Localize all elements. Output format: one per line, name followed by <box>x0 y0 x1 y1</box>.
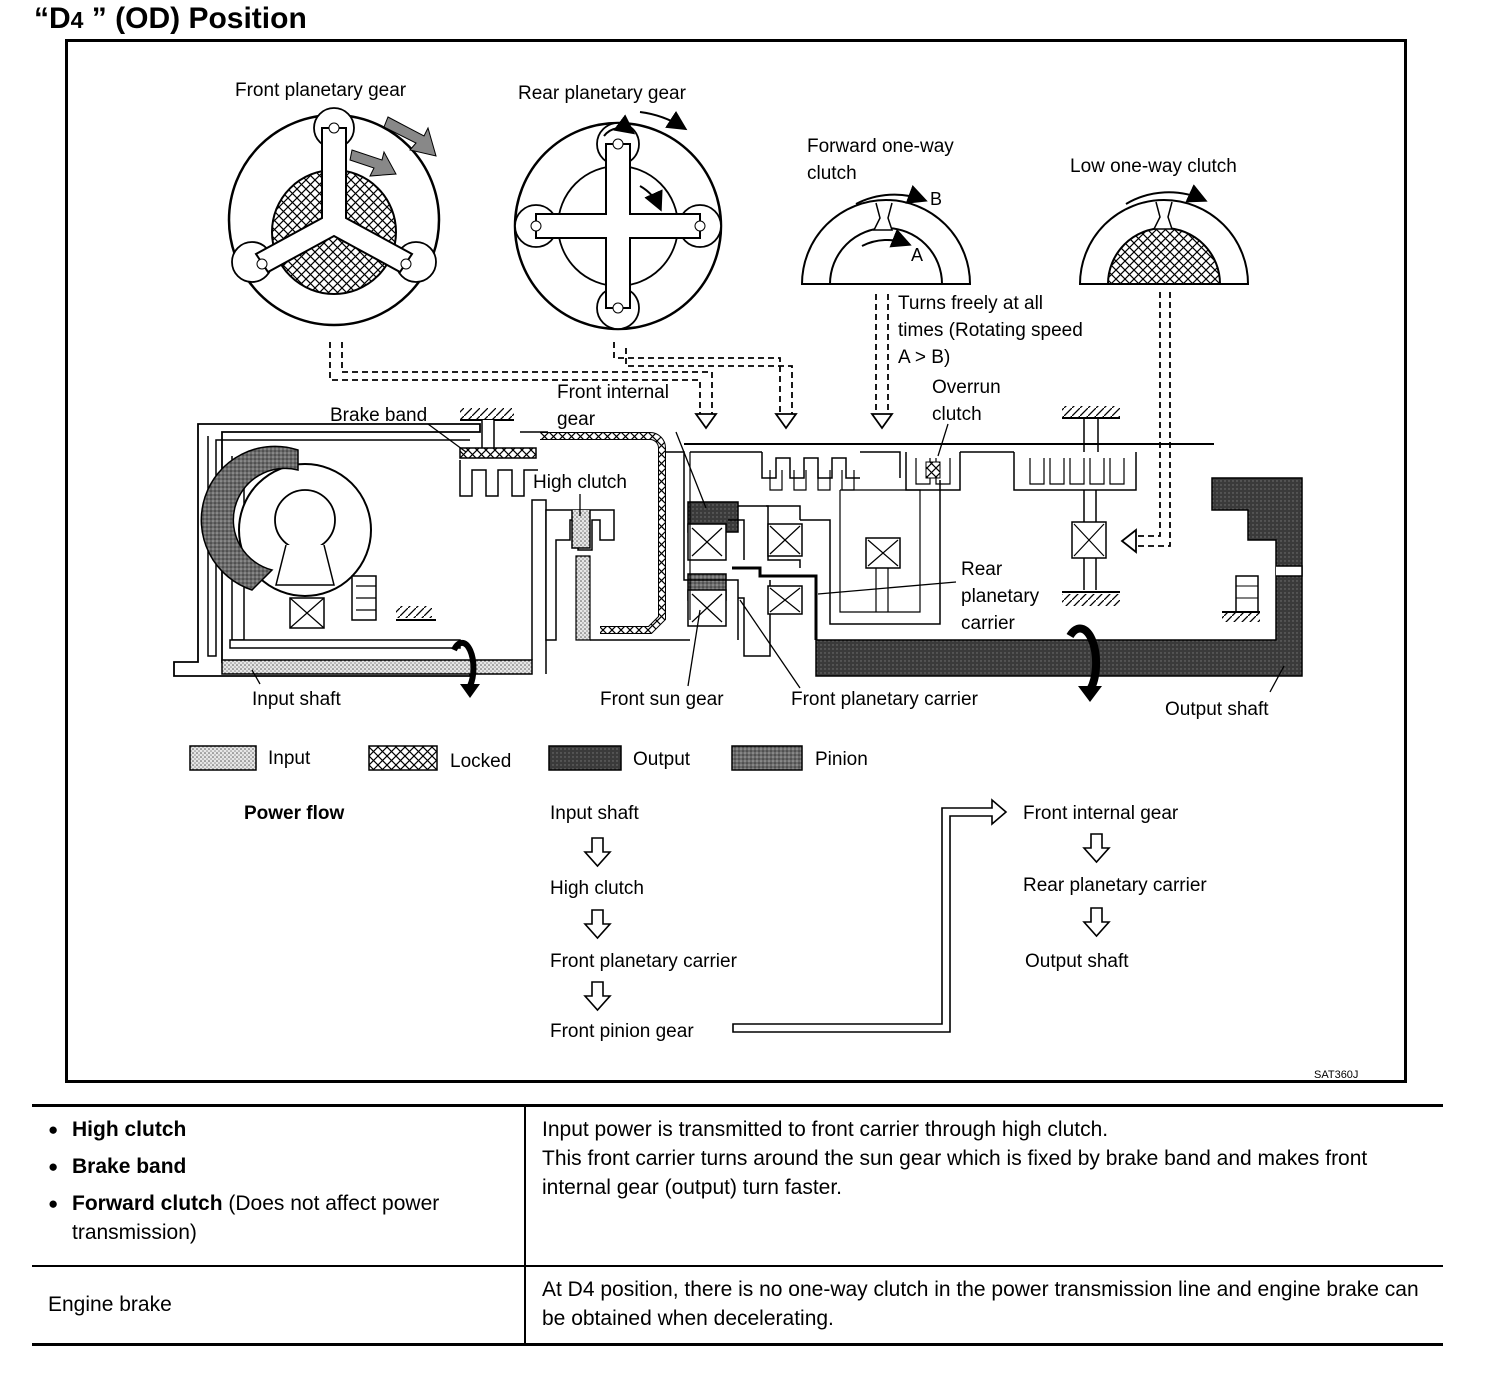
label-rear-planetary-carrier: Rear <box>961 559 1003 580</box>
legend-label-locked: Locked <box>450 751 511 772</box>
label-turns-freely-3: A > B) <box>898 347 950 368</box>
dashed-arrow-heads <box>694 413 1137 554</box>
forward-one-way-clutch-illustration: Forward one-way clutch B A <box>800 136 972 285</box>
engine-brake-description: At D4 position, there is no one-way clut… <box>525 1266 1443 1346</box>
list-item: High clutch <box>48 1115 510 1144</box>
label-high-clutch: High clutch <box>533 472 627 493</box>
label-rear-planetary-gear: Rear planetary gear <box>518 83 687 104</box>
label-leader-lines <box>251 423 1285 693</box>
rear-planetary-gear-illustration: Rear planetary gear <box>513 83 723 331</box>
flow-step-high-clutch: High clutch <box>550 878 644 899</box>
flow-step-front-internal-gear: Front internal gear <box>1023 803 1179 824</box>
table-row: High clutch Brake band Forward clutch (D… <box>32 1104 1443 1267</box>
power-flow: Power flow Input shaft High clutch Front… <box>244 798 1207 1042</box>
label-front-internal-gear: Front internal <box>557 382 669 403</box>
page-title: “D4 ” (OD) Position <box>34 2 307 35</box>
legend-label-output: Output <box>633 749 691 770</box>
label-output-shaft: Output shaft <box>1165 699 1269 720</box>
flow-step-output-shaft: Output shaft <box>1025 951 1129 972</box>
flow-step-rear-planetary-carrier: Rear planetary carrier <box>1023 875 1207 896</box>
label-forward-one-way-clutch: Forward one-way <box>807 136 954 157</box>
rear-planetary-unit <box>766 480 941 625</box>
dashed-leader-lines <box>329 292 1171 547</box>
flow-step-input-shaft: Input shaft <box>550 803 639 824</box>
label-rear-planetary-carrier-2: planetary <box>961 586 1040 607</box>
description-cell: Input power is transmitted to front carr… <box>525 1104 1443 1267</box>
top-clutch-housing <box>684 406 1214 620</box>
label-front-planetary-gear: Front planetary gear <box>235 80 407 101</box>
engine-brake-label: Engine brake <box>32 1266 526 1346</box>
label-turns-freely-1: Turns freely at all <box>898 293 1043 314</box>
torque-converter <box>173 423 481 677</box>
label-front-planetary-carrier: Front planetary carrier <box>791 689 979 710</box>
description-line-1: Input power is transmitted to front carr… <box>542 1118 1109 1141</box>
legend: Input Locked Output Pinion <box>189 745 868 772</box>
diagram-frame <box>65 39 1407 1083</box>
legend-swatch-locked <box>368 745 438 771</box>
high-clutch-assembly <box>545 509 690 641</box>
legend-label-input: Input <box>268 748 311 769</box>
low-one-way-clutch-illustration: Low one-way clutch <box>1070 156 1250 285</box>
rotation-arrows <box>451 624 1102 702</box>
label-input-shaft: Input shaft <box>252 689 341 710</box>
description-line-2: This front carrier turns around the sun … <box>542 1147 1368 1199</box>
label-overrun-clutch: Overrun <box>932 377 1001 398</box>
front-planetary-unit <box>666 451 818 657</box>
brake-band-assembly <box>459 408 548 497</box>
label-front-sun-gear: Front sun gear <box>600 689 724 710</box>
info-table: High clutch Brake band Forward clutch (D… <box>32 1104 1443 1346</box>
front-planetary-gear-illustration: Front planetary gear <box>227 80 441 327</box>
flow-down-arrows <box>583 833 1111 1012</box>
table-row: Engine brake At D4 position, there is no… <box>32 1266 1443 1346</box>
legend-label-pinion: Pinion <box>815 749 868 770</box>
label-turns-freely-2: times (Rotating speed <box>898 320 1083 341</box>
label-rear-planetary-carrier-3: carrier <box>961 613 1016 634</box>
label-forward-one-way-clutch-2: clutch <box>807 163 857 184</box>
label-brake-band: Brake band <box>330 405 427 426</box>
label-b: B <box>930 189 942 209</box>
legend-swatch-output <box>548 745 622 771</box>
diagram-labels: Turns freely at all times (Rotating spee… <box>252 293 1269 720</box>
input-shaft-body <box>221 659 533 675</box>
figure-code: SAT360J <box>1314 1069 1358 1081</box>
power-flow-heading: Power flow <box>244 803 345 824</box>
elements-cell: High clutch Brake band Forward clutch (D… <box>32 1104 526 1267</box>
flow-connector-arrow <box>732 798 1008 1033</box>
label-low-one-way-clutch: Low one-way clutch <box>1070 156 1237 177</box>
transmission-diagram: Front planetary gear Rear planetary gear… <box>173 80 1358 1081</box>
legend-swatch-input <box>189 745 257 771</box>
flow-step-front-pinion-gear: Front pinion gear <box>550 1021 694 1042</box>
list-item: Brake band <box>48 1152 510 1181</box>
legend-swatch-pinion <box>731 745 803 771</box>
flow-step-front-planetary-carrier: Front planetary carrier <box>550 951 738 972</box>
output-shaft-body <box>815 477 1303 677</box>
label-a: A <box>911 245 923 265</box>
label-front-internal-gear-2: gear <box>557 409 596 430</box>
label-overrun-clutch-2: clutch <box>932 404 982 425</box>
list-item: Forward clutch (Does not affect power tr… <box>48 1189 510 1247</box>
element-list: High clutch Brake band Forward clutch (D… <box>48 1115 510 1247</box>
